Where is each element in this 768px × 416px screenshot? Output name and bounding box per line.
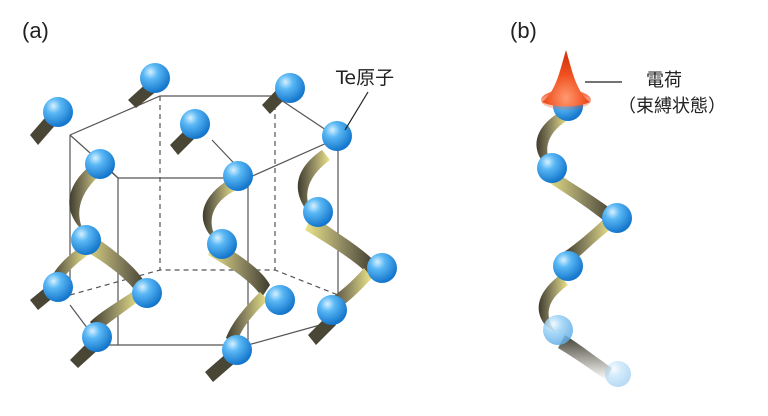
sphere-icon [605,361,631,387]
sphere-icon [132,278,162,308]
ribbon-b-5 [558,335,612,380]
ribbon-b-2 [545,170,615,224]
sphere-icon [223,161,253,191]
charge-label-line1: 電荷 [646,70,682,91]
ribbon-mid-3 [226,292,268,345]
sphere-icon [367,253,397,283]
ribbon-mid-1 [202,180,236,245]
helix-ribbons-a [30,80,375,382]
panel-b-label: (b) [510,18,537,43]
sphere-icon [180,109,210,139]
ribbon-left-1 [69,162,104,240]
sphere-icon [317,295,347,325]
sphere-icon [140,63,170,93]
sphere-icon [303,197,333,227]
ribbon-left-3 [90,290,140,332]
atoms-a [43,63,397,365]
helix-b [536,91,632,387]
sphere-icon [537,153,567,183]
charge-label-line2: （束縛状態） [618,96,726,117]
ribbon-b-3 [564,218,612,262]
ribbon-b-4 [538,275,568,332]
sphere-icon [265,285,295,315]
cone-icon [541,50,591,110]
sphere-icon [43,97,73,127]
sphere-icon [82,322,112,352]
sphere-icon [207,229,237,259]
sphere-icon [553,251,583,281]
atom-label-leader [344,91,369,131]
sphere-icon [43,272,73,302]
ribbon-right-2 [305,215,375,274]
sphere-icon [275,73,305,103]
ribbon-right-1 [297,150,330,218]
panel-a-label: (a) [22,18,49,43]
sphere-icon [543,315,573,345]
sphere-icon [222,335,252,365]
atom-label: Te原子 [335,67,394,89]
sphere-icon [602,203,632,233]
sphere-icon [85,149,115,179]
sphere-icon [322,121,352,151]
sphere-icon [71,225,101,255]
